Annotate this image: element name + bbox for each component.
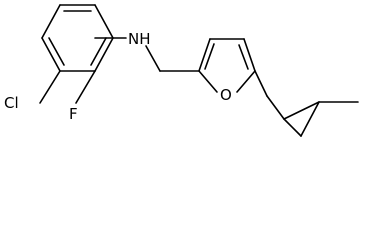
furan-bond [236, 70, 256, 93]
cyclopropane-bond [300, 101, 320, 137]
benzene-bond [41, 4, 61, 39]
cyclopropane-bond [283, 101, 320, 120]
furan-cyclopropyl-bond [254, 70, 268, 97]
benzene-ring [41, 4, 114, 72]
furan-bond [198, 70, 218, 93]
fluorine-label: F [69, 105, 78, 123]
benzene-bond [94, 4, 114, 39]
c-f-bond [75, 70, 96, 104]
furan-oxygen-label: O [220, 86, 232, 104]
furan-ring [198, 38, 256, 93]
furan-bond [198, 38, 211, 72]
furan-bond [243, 38, 256, 72]
benzene-bond [41, 37, 61, 72]
cyclopropane-bond [283, 118, 302, 137]
cyclopropane-ring [266, 95, 320, 137]
benzene-bond [94, 37, 114, 72]
furan-double-bond [204, 43, 215, 70]
chlorine-label: Cl [4, 94, 19, 112]
c-cl-bond [39, 70, 61, 104]
benzene-double-bond [90, 37, 107, 66]
cyclopropane-bond [266, 95, 285, 120]
amine-label: NH [128, 30, 151, 48]
benzene-double-bond [48, 37, 65, 66]
furan-double-bond [238, 44, 249, 70]
chemical-structure-diagram: NH Cl F O [4, 4, 359, 137]
n-ch2-bond [145, 45, 161, 72]
